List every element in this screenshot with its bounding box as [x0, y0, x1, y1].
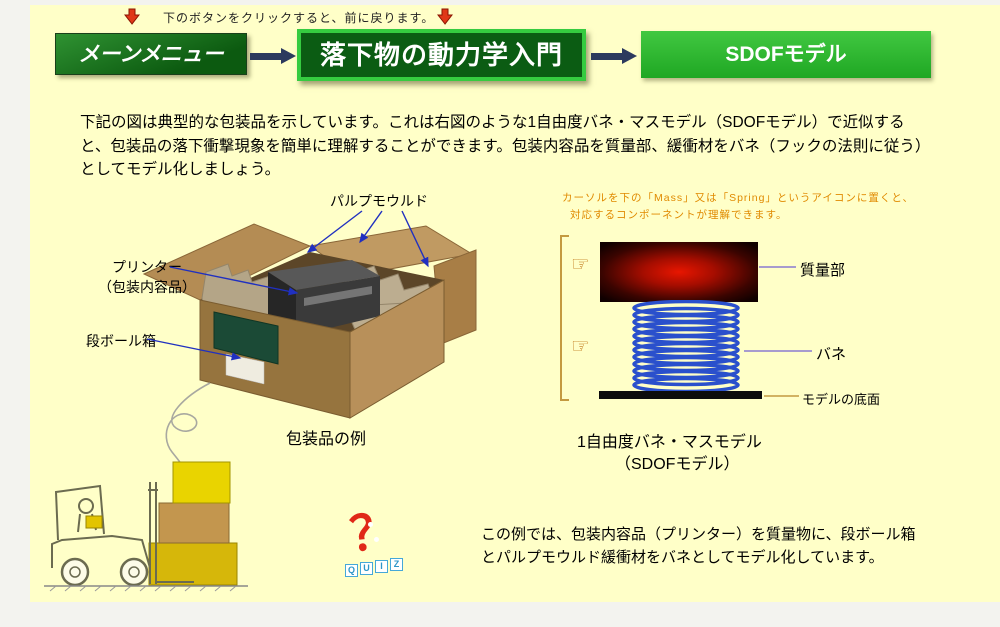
- label-spring: バネ: [816, 346, 847, 363]
- quiz-letter-i: I: [375, 560, 388, 573]
- current-page-button[interactable]: SDOFモデル: [641, 31, 931, 78]
- package-photo: [142, 223, 477, 419]
- label-cardboard-box: 段ボール箱: [86, 333, 156, 349]
- model-base-bar: [599, 391, 762, 399]
- quiz-question-mark: ？: [347, 504, 401, 563]
- mass-image[interactable]: [600, 242, 758, 302]
- nav-arrow-icon: [250, 48, 296, 64]
- sdof-caption-line2: （SDOFモデル）: [615, 456, 740, 473]
- label-pulp-mould: パルプモウルド: [330, 193, 428, 209]
- package-figure-caption: 包装品の例: [286, 431, 367, 448]
- example-note: この例では、包装内容品（プリンター）を質量物に、段ボール箱とパルプモウルド緩衝材…: [481, 526, 916, 567]
- sdof-caption-line1: 1自由度バネ・マスモデル: [577, 434, 762, 451]
- chapter-title-button[interactable]: 落下物の動力学入門: [297, 29, 586, 81]
- return-down-arrow-icon: [437, 8, 453, 25]
- nav-arrow-icon: [591, 48, 637, 64]
- quiz-letter-u: U: [360, 562, 373, 575]
- quiz-letters: Q U I Z: [338, 558, 410, 577]
- return-hint-text: 下のボタンをクリックすると、前に戻ります。: [163, 11, 435, 25]
- quiz-letter-q: Q: [345, 564, 358, 577]
- label-printer: プリンター: [112, 259, 182, 275]
- quiz-icon[interactable]: ？ Q U I Z: [338, 504, 410, 584]
- forklift-illustration: [44, 461, 248, 592]
- hover-hint-line1: カーソルを下の「Mass」又は「Spring」というアイコンに置くと、: [562, 192, 914, 204]
- hover-hint-line2: 対応するコンポーネントが理解できます。: [570, 209, 788, 221]
- quiz-letter-z: Z: [390, 558, 403, 571]
- label-model-base: モデルの底面: [802, 392, 881, 407]
- label-mass: 質量部: [800, 262, 846, 279]
- mass-pointer-icon[interactable]: ☞: [571, 253, 590, 276]
- quiz-dot: [368, 522, 373, 527]
- return-down-arrow-icon: [124, 8, 140, 25]
- spring-pointer-icon[interactable]: ☞: [571, 335, 590, 358]
- intro-paragraph: 下記の図は典型的な包装品を示しています。これは右図のような1自由度バネ・マスモデ…: [80, 114, 923, 179]
- main-menu-button[interactable]: メーンメニュー: [55, 33, 247, 75]
- spring-image[interactable]: [627, 300, 745, 392]
- label-printer-sub: （包装内容品）: [98, 279, 196, 295]
- quiz-dot: [374, 537, 379, 542]
